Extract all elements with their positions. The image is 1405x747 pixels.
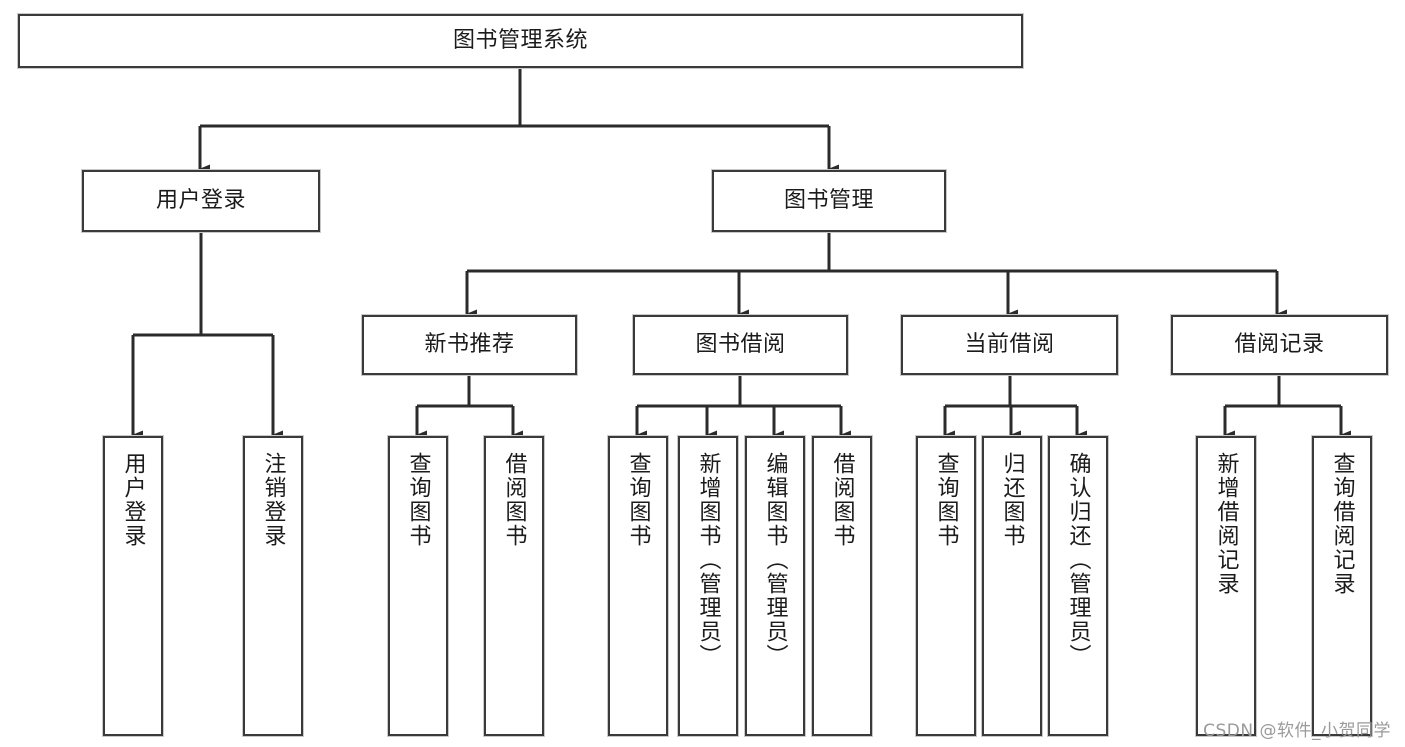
node-leaf_logout[interactable]: 注销登录	[243, 436, 303, 736]
node-leaf_edit_book[interactable]: 编辑图书（管理员）	[745, 436, 805, 736]
node-root[interactable]: 图书管理系统	[18, 14, 1023, 68]
node-borrow_record[interactable]: 借阅记录	[1171, 315, 1388, 375]
node-leaf_add_book[interactable]: 新增图书（管理员）	[678, 436, 738, 736]
node-leaf_query_book_2[interactable]: 查询图书	[608, 436, 668, 736]
node-leaf_add_record[interactable]: 新增借阅记录	[1196, 436, 1256, 736]
node-leaf_confirm_return[interactable]: 确认归还（管理员）	[1048, 436, 1108, 736]
node-book_manage[interactable]: 图书管理	[712, 170, 946, 232]
node-label: 用户登录	[155, 188, 246, 214]
node-leaf_return_book[interactable]: 归还图书	[982, 436, 1042, 736]
node-label: 用户登录	[120, 452, 146, 548]
node-label: 注销登录	[260, 452, 286, 548]
node-book_borrow[interactable]: 图书借阅	[633, 315, 848, 375]
node-user_login[interactable]: 用户登录	[82, 170, 320, 232]
watermark-label: CSDN @软件_小贺同学	[1203, 721, 1391, 741]
node-label: 查询图书	[405, 452, 431, 548]
node-label: 借阅图书	[829, 452, 855, 548]
node-label: 新书推荐	[424, 332, 515, 358]
node-current_borrow[interactable]: 当前借阅	[901, 315, 1118, 375]
node-leaf_query_book_3[interactable]: 查询图书	[916, 436, 976, 736]
node-leaf_query_record[interactable]: 查询借阅记录	[1312, 436, 1372, 736]
node-label: 归还图书	[999, 452, 1025, 548]
node-label: 查询图书	[625, 452, 651, 548]
node-leaf_query_book_1[interactable]: 查询图书	[388, 436, 448, 736]
node-label: 新增图书（管理员）	[695, 452, 721, 668]
node-label: 确认归还（管理员）	[1065, 452, 1091, 668]
node-label: 查询借阅记录	[1329, 452, 1355, 596]
node-leaf_borrow_book_2[interactable]: 借阅图书	[812, 436, 872, 736]
node-label: 查询图书	[933, 452, 959, 548]
node-new_book_rec[interactable]: 新书推荐	[362, 315, 577, 375]
node-leaf_borrow_book_1[interactable]: 借阅图书	[484, 436, 544, 736]
node-label: 新增借阅记录	[1213, 452, 1239, 596]
node-label: 当前借阅	[964, 332, 1055, 358]
node-label: 借阅图书	[501, 452, 527, 548]
node-label: 图书管理系统	[452, 28, 588, 54]
node-label: 图书借阅	[695, 332, 786, 358]
node-label: 借阅记录	[1234, 332, 1325, 358]
node-label: 编辑图书（管理员）	[762, 452, 788, 668]
node-leaf_user_login[interactable]: 用户登录	[103, 436, 163, 736]
node-label: 图书管理	[783, 188, 874, 214]
